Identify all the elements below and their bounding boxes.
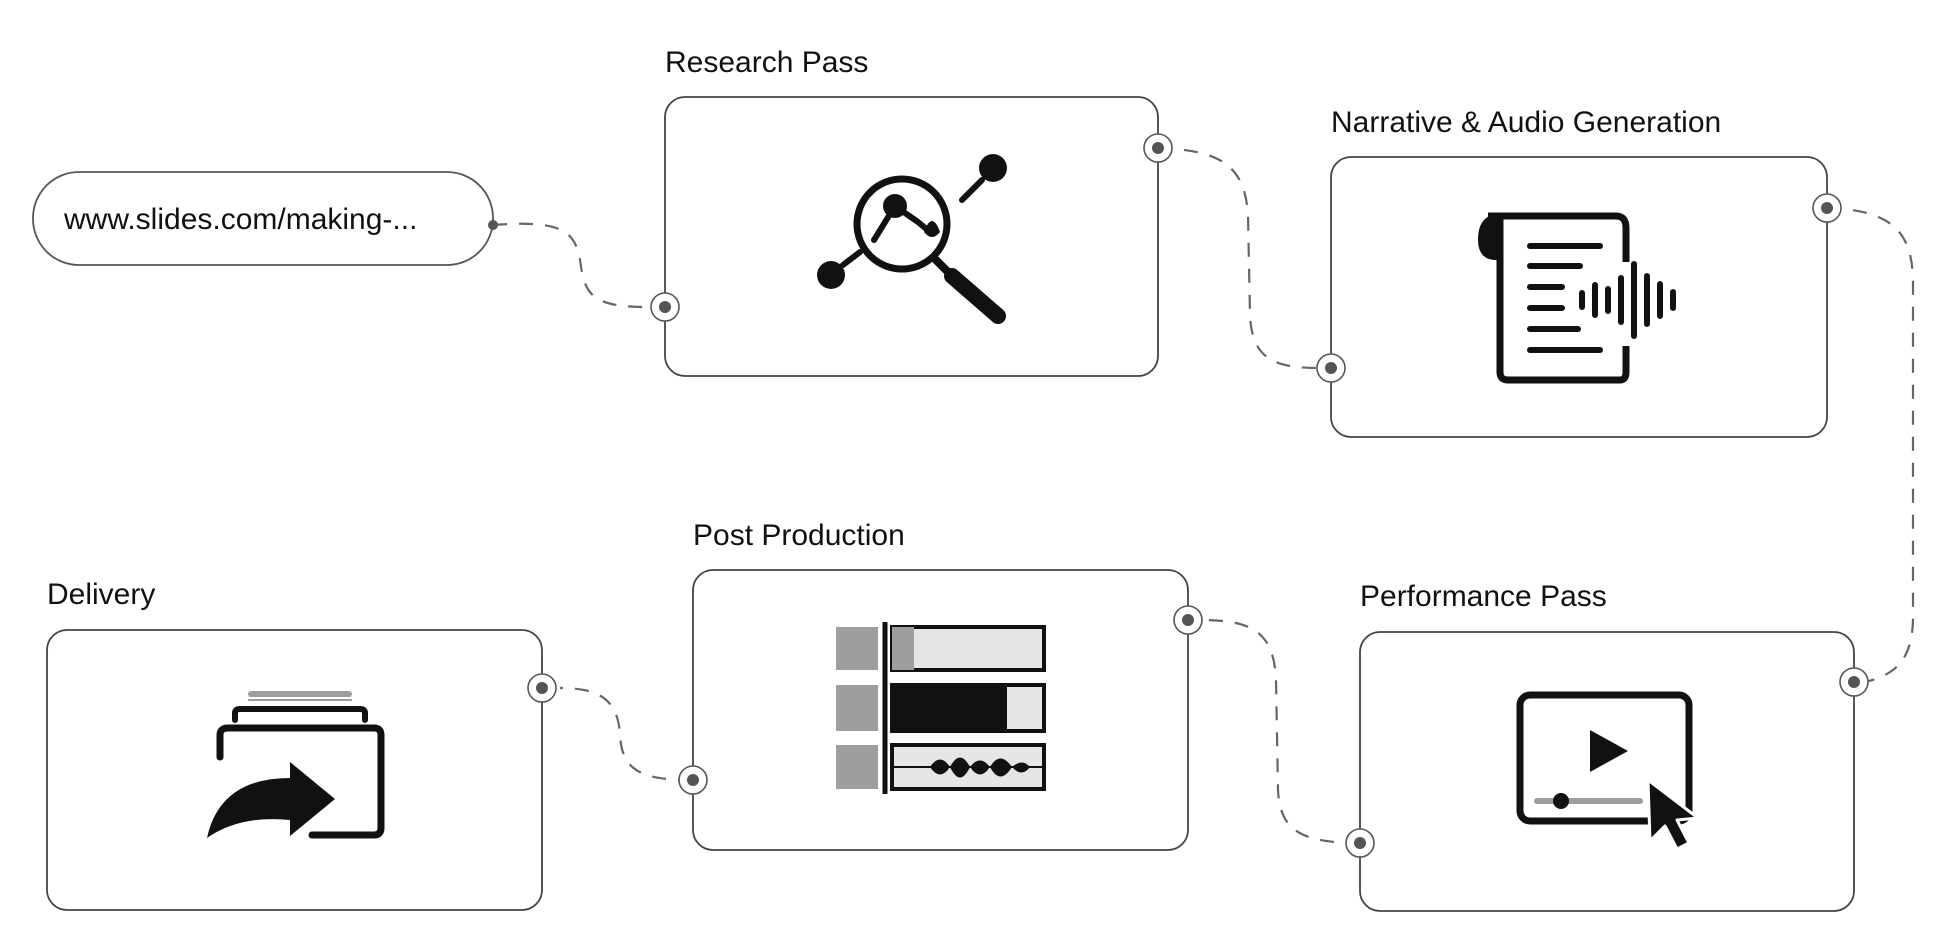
source-url-text: www.slides.com/making-... <box>63 203 417 236</box>
narrative-title: Narrative & Audio Generation <box>1331 106 1721 139</box>
connectors <box>492 146 1915 845</box>
script-audio-icon <box>1477 212 1676 384</box>
connector-research-to-narrative <box>1157 146 1321 370</box>
connector-performance-to-post <box>1199 618 1361 845</box>
performance-title: Performance Pass <box>1360 580 1607 613</box>
stage-post[interactable]: Post Production <box>678 519 1203 851</box>
connector-narrative-to-performance <box>1826 206 1915 684</box>
research-title: Research Pass <box>665 46 868 79</box>
video-play-cursor-icon <box>1516 691 1700 851</box>
delivery-title: Delivery <box>47 578 155 611</box>
source-node[interactable]: www.slides.com/making-... <box>32 171 498 266</box>
source-url-pill[interactable] <box>32 171 494 266</box>
share-stack-icon <box>207 691 385 839</box>
post-title: Post Production <box>693 519 905 552</box>
stage-narrative[interactable]: Narrative & Audio Generation <box>1316 106 1842 438</box>
stage-delivery[interactable]: Delivery <box>46 578 557 911</box>
magnify-analytics-icon <box>817 154 1007 324</box>
source-port-dot <box>488 220 498 230</box>
performance-card[interactable] <box>1359 631 1855 912</box>
connector-post-to-delivery <box>559 686 693 782</box>
connector-source-to-research <box>492 222 656 309</box>
stage-research[interactable]: Research Pass <box>650 46 1173 377</box>
stage-performance[interactable]: Performance Pass <box>1345 580 1869 912</box>
timeline-editor-icon <box>836 622 1046 794</box>
